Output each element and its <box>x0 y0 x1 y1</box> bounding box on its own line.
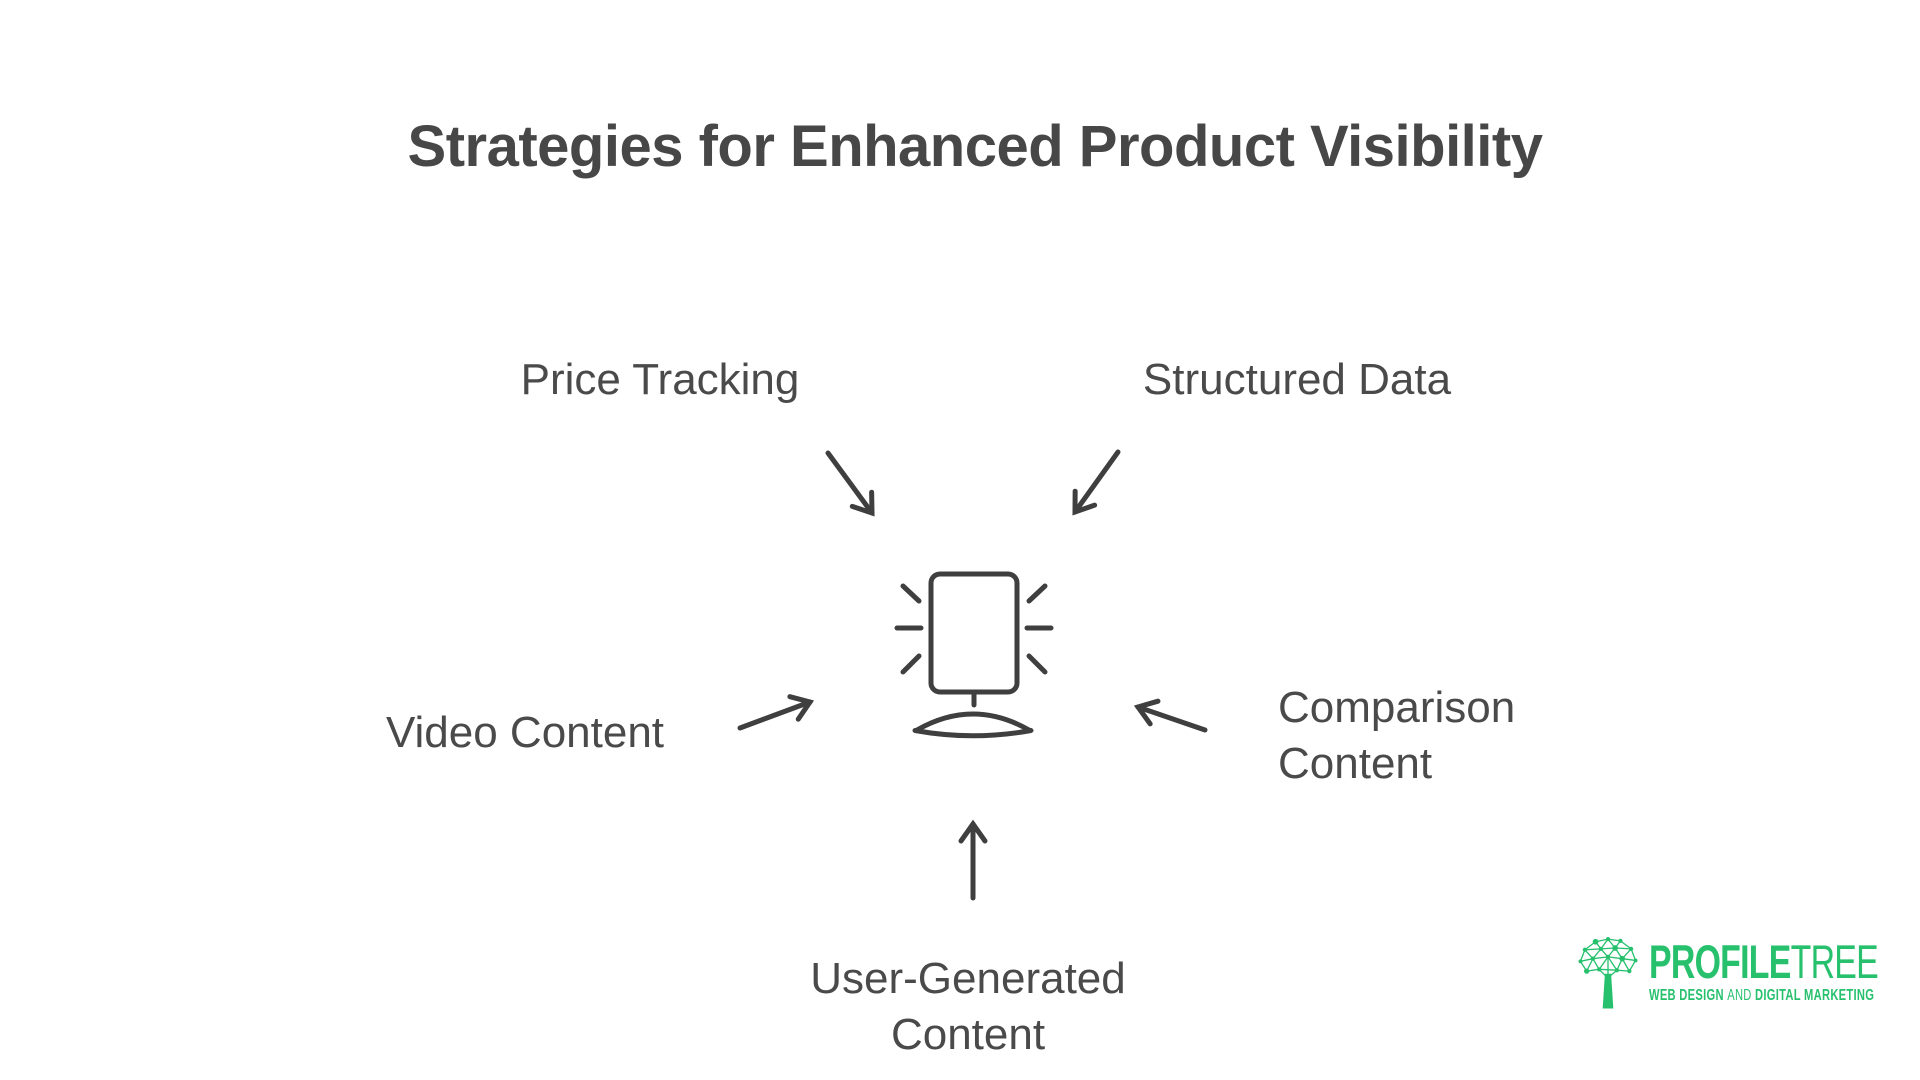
node-label-video-content: Video Content <box>385 708 665 757</box>
tree-trunk <box>1602 973 1614 1009</box>
arrow-comparison-content <box>1133 698 1208 733</box>
arrow-structured-data <box>1072 449 1121 516</box>
arrow-price-tracking <box>825 450 875 517</box>
illuminated-sign-icon <box>894 571 1054 739</box>
sign-base-line <box>912 728 1034 739</box>
glow-ray <box>900 583 922 604</box>
tagline-tail: DIGITAL MARKETING <box>1755 987 1875 1004</box>
node-label-user-generated-content: User-Generated Content <box>810 954 1126 1059</box>
brand-name-light: TREE <box>1790 935 1879 988</box>
logo-text: PROFILETREE WEB DESIGN AND DIGITAL MARKE… <box>1649 935 1879 1004</box>
node-label-comparison-content: Comparison Content <box>1278 683 1516 788</box>
brand-tagline: WEB DESIGN AND DIGITAL MARKETING <box>1649 988 1878 1004</box>
tagline-lead: WEB DESIGN <box>1649 987 1724 1004</box>
node-label-structured-data: Structured Data <box>1142 355 1452 404</box>
glow-ray <box>1026 583 1048 604</box>
glow-ray <box>900 653 922 675</box>
arrow-video-content <box>737 694 815 731</box>
tagline-and: AND <box>1727 987 1752 1004</box>
sign-panel <box>928 571 1020 695</box>
sign-base-dome <box>914 711 1032 733</box>
node-label-price-tracking: Price Tracking <box>520 355 800 404</box>
page-title: Strategies for Enhanced Product Visibili… <box>407 114 1543 179</box>
network-tree-icon <box>1578 936 1638 1009</box>
glow-ray <box>1026 653 1048 675</box>
brand-name-heavy: PROFILE <box>1649 935 1791 988</box>
brand-name: PROFILETREE <box>1649 935 1879 988</box>
profiletree-logo: PROFILETREE WEB DESIGN AND DIGITAL MARKE… <box>1576 933 1920 1011</box>
